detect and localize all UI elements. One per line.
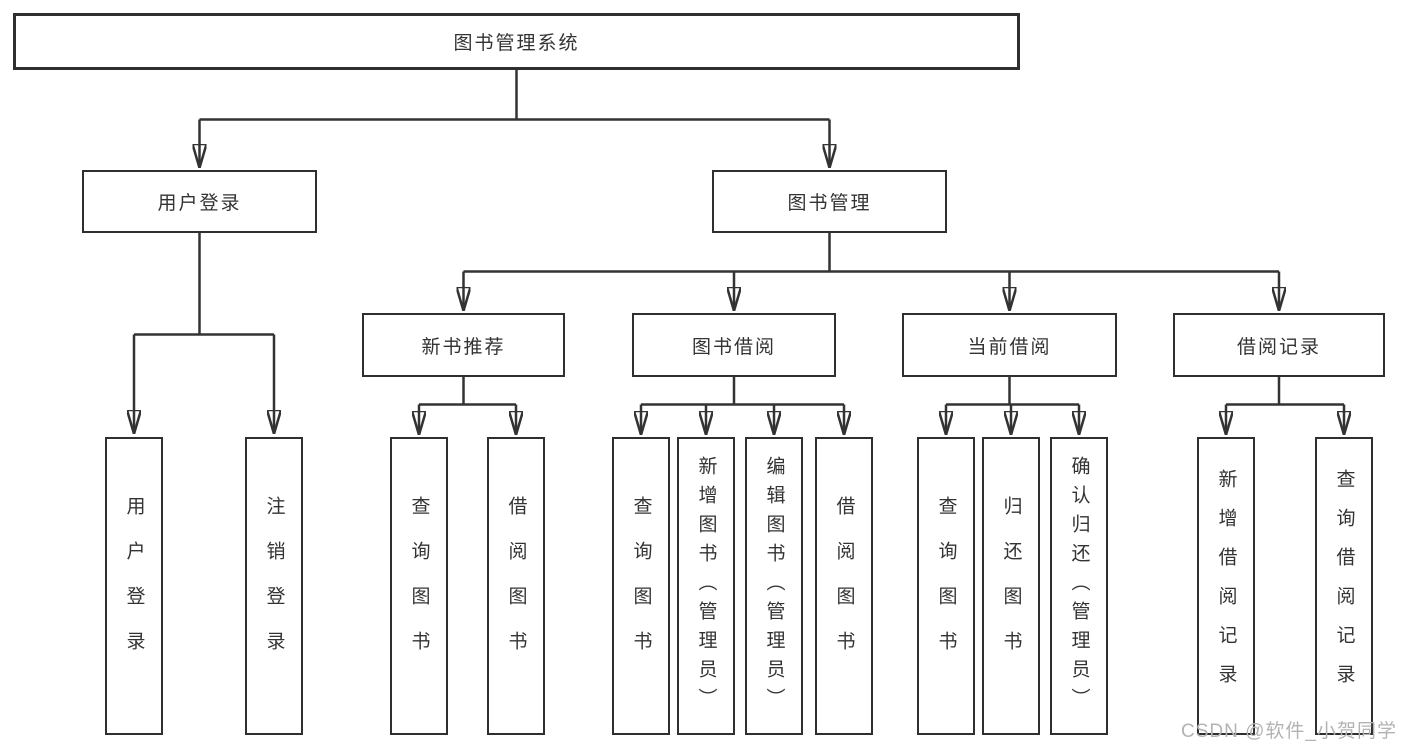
csdn-watermark: CSDN @软件_小贺同学 <box>1181 721 1397 742</box>
leaf-cb-query-book-label: 查询图书 <box>935 496 957 676</box>
node-user-login: 用户登录 <box>82 170 317 233</box>
connector-new-book-rec-children <box>419 377 516 434</box>
leaf-cb-return-book-label: 归还图书 <box>1000 496 1022 676</box>
leaf-user-login-label: 用户登录 <box>123 496 145 676</box>
leaf-logout-label: 注销登录 <box>263 496 285 676</box>
leaf-rec-query-book-label: 查询图书 <box>408 496 430 676</box>
leaf-br-query-record: 查询借阅记录 <box>1315 437 1373 735</box>
leaf-rec-query-book: 查询图书 <box>390 437 448 735</box>
leaf-rec-borrow-book-label: 借阅图书 <box>505 496 527 676</box>
leaf-br-query-record-label: 查询借阅记录 <box>1333 469 1355 703</box>
leaf-cb-confirm-return-admin-label: 确认归还（管理员） <box>1068 455 1090 717</box>
leaf-bb-query-book-label: 查询图书 <box>630 496 652 676</box>
connector-root-to-level2 <box>200 70 830 167</box>
node-borrowing-records: 借阅记录 <box>1173 313 1385 377</box>
leaf-br-add-record-label: 新增借阅记录 <box>1215 469 1237 703</box>
leaf-bb-add-book-admin-label: 新增图书（管理员） <box>695 455 717 717</box>
node-library-system-label: 图书管理系统 <box>453 33 580 54</box>
node-book-management: 图书管理 <box>712 170 947 233</box>
connector-book-mgmt-children <box>464 233 1280 310</box>
node-current-borrowing: 当前借阅 <box>902 313 1117 377</box>
node-library-system: 图书管理系统 <box>13 13 1020 70</box>
connector-borrow-record-children <box>1226 377 1344 434</box>
leaf-logout: 注销登录 <box>245 437 303 735</box>
node-book-borrowing-label: 图书借阅 <box>691 336 776 358</box>
node-book-borrowing: 图书借阅 <box>632 313 836 377</box>
leaf-cb-confirm-return-admin: 确认归还（管理员） <box>1050 437 1108 735</box>
node-borrowing-records-label: 借阅记录 <box>1236 336 1321 358</box>
node-new-book-recommendation-label: 新书推荐 <box>421 336 506 358</box>
leaf-rec-borrow-book: 借阅图书 <box>487 437 545 735</box>
leaf-bb-borrow-book-label: 借阅图书 <box>833 496 855 676</box>
leaf-bb-edit-book-admin-label: 编辑图书（管理员） <box>763 455 785 717</box>
node-user-login-label: 用户登录 <box>157 193 242 214</box>
leaf-cb-query-book: 查询图书 <box>917 437 975 735</box>
leaf-bb-add-book-admin: 新增图书（管理员） <box>677 437 735 735</box>
connector-user-login-children <box>134 233 274 433</box>
leaf-br-add-record: 新增借阅记录 <box>1197 437 1255 735</box>
connector-current-borrow-children <box>946 377 1079 434</box>
leaf-user-login: 用户登录 <box>105 437 163 735</box>
connector-book-borrow-children <box>641 377 844 434</box>
node-new-book-recommendation: 新书推荐 <box>362 313 565 377</box>
leaf-cb-return-book: 归还图书 <box>982 437 1040 735</box>
node-current-borrowing-label: 当前借阅 <box>967 336 1052 358</box>
leaf-bb-edit-book-admin: 编辑图书（管理员） <box>745 437 803 735</box>
leaf-bb-query-book: 查询图书 <box>612 437 670 735</box>
node-book-management-label: 图书管理 <box>787 193 872 214</box>
leaf-bb-borrow-book: 借阅图书 <box>815 437 873 735</box>
